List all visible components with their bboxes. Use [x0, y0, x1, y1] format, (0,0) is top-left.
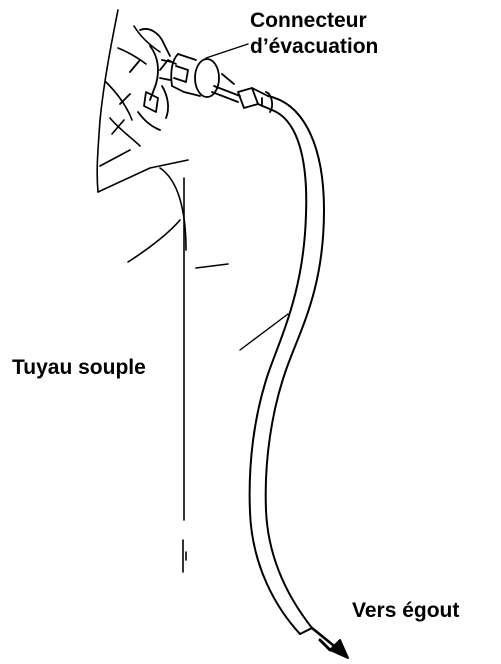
hose-label: Tuyau souple — [12, 355, 146, 381]
connector-leader-line — [206, 44, 248, 58]
connector-label: Connecteur d’évacuation — [250, 8, 378, 60]
drain-connector — [160, 54, 240, 102]
connector-label-line1: Connecteur — [250, 8, 378, 34]
drain-label: Vers égout — [352, 598, 459, 624]
appliance-body — [97, 10, 228, 572]
hose-coupling — [238, 88, 272, 112]
flexible-hose — [250, 96, 324, 634]
connector-label-line2: d’évacuation — [250, 34, 378, 60]
hose-leader-line — [240, 314, 288, 350]
drain-arrow — [300, 628, 348, 658]
